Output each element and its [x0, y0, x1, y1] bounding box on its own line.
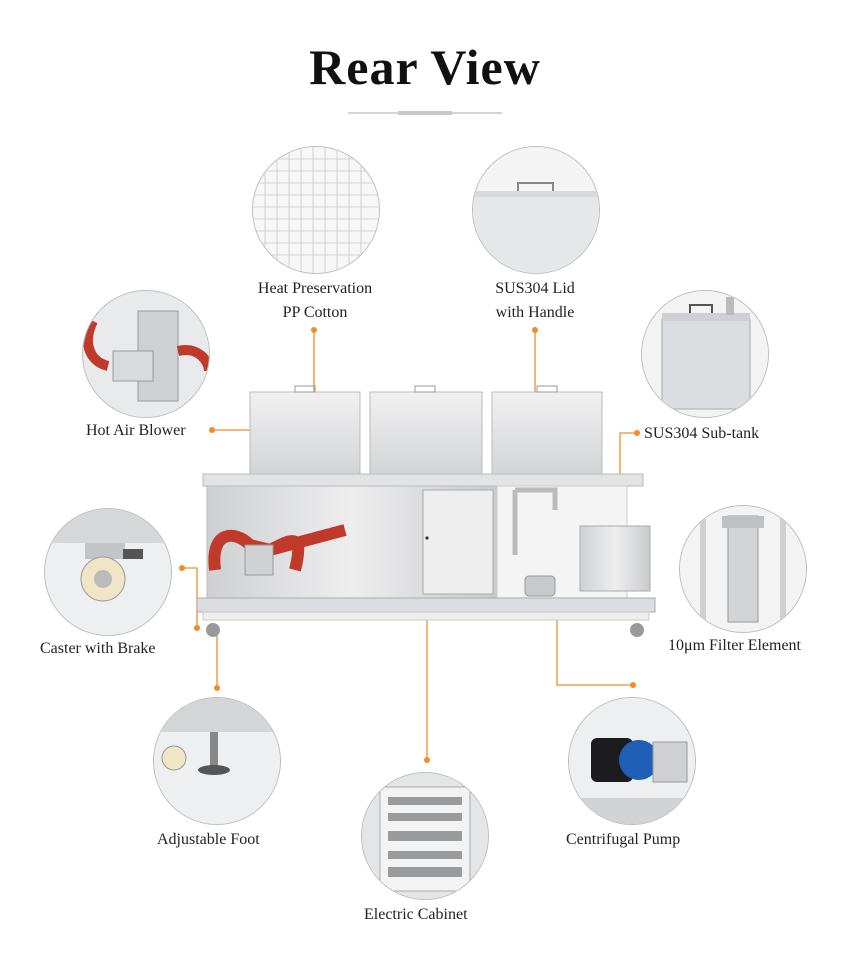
adjustable-foot-detail-image — [153, 697, 281, 825]
label-heat-preservation-line1: Heat Preservation — [257, 280, 373, 297]
page-title: Rear View — [309, 39, 541, 95]
label-electric-cabinet: Electric Cabinet — [364, 906, 468, 923]
label-adjustable-foot: Adjustable Foot — [157, 831, 260, 848]
title-divider-accent — [398, 111, 452, 115]
electric-cabinet-detail-image — [361, 772, 489, 900]
lid-detail-image — [472, 146, 600, 274]
label-sub-tank: SUS304 Sub-tank — [644, 425, 760, 442]
centrifugal-pump-detail-image — [568, 697, 696, 825]
label-heat-preservation-line2: PP Cotton — [282, 304, 348, 321]
label-caster: Caster with Brake — [40, 640, 156, 657]
label-filter: 10μm Filter Element — [668, 637, 801, 654]
machine-rear-illustration — [195, 380, 660, 650]
label-lid-line2: with Handle — [495, 304, 575, 321]
heat-preservation-detail-image — [252, 146, 380, 274]
label-centrifugal-pump: Centrifugal Pump — [566, 831, 681, 848]
label-hot-air-blower: Hot Air Blower — [86, 422, 186, 439]
caster-detail-image — [44, 508, 172, 636]
hot-air-blower-detail-image — [82, 290, 210, 418]
label-lid-line1: SUS304 Lid — [495, 280, 575, 297]
label-heat-preservation: Heat Preservation PP Cotton — [235, 277, 395, 325]
filter-detail-image — [679, 505, 807, 633]
label-lid: SUS304 Lid with Handle — [455, 277, 615, 325]
sub-tank-detail-image — [641, 290, 769, 418]
